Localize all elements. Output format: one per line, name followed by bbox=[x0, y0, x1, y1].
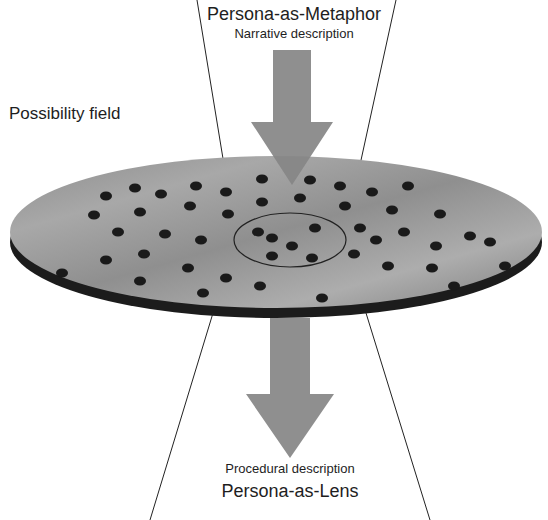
possibility-dots bbox=[56, 175, 511, 303]
cone-line bbox=[150, 313, 213, 520]
down-arrow bbox=[251, 50, 333, 185]
cone-line bbox=[366, 313, 430, 520]
text-label: Procedural description bbox=[222, 462, 357, 477]
disk-surface bbox=[10, 156, 542, 308]
text-label: Possibility field bbox=[6, 104, 124, 124]
text-label: Persona-as-Lens bbox=[218, 481, 361, 502]
focus-circle bbox=[234, 213, 346, 267]
text-label: Persona-as-Metaphor bbox=[204, 4, 384, 25]
text-label: Narrative description bbox=[231, 27, 356, 42]
down-arrow bbox=[246, 318, 334, 458]
